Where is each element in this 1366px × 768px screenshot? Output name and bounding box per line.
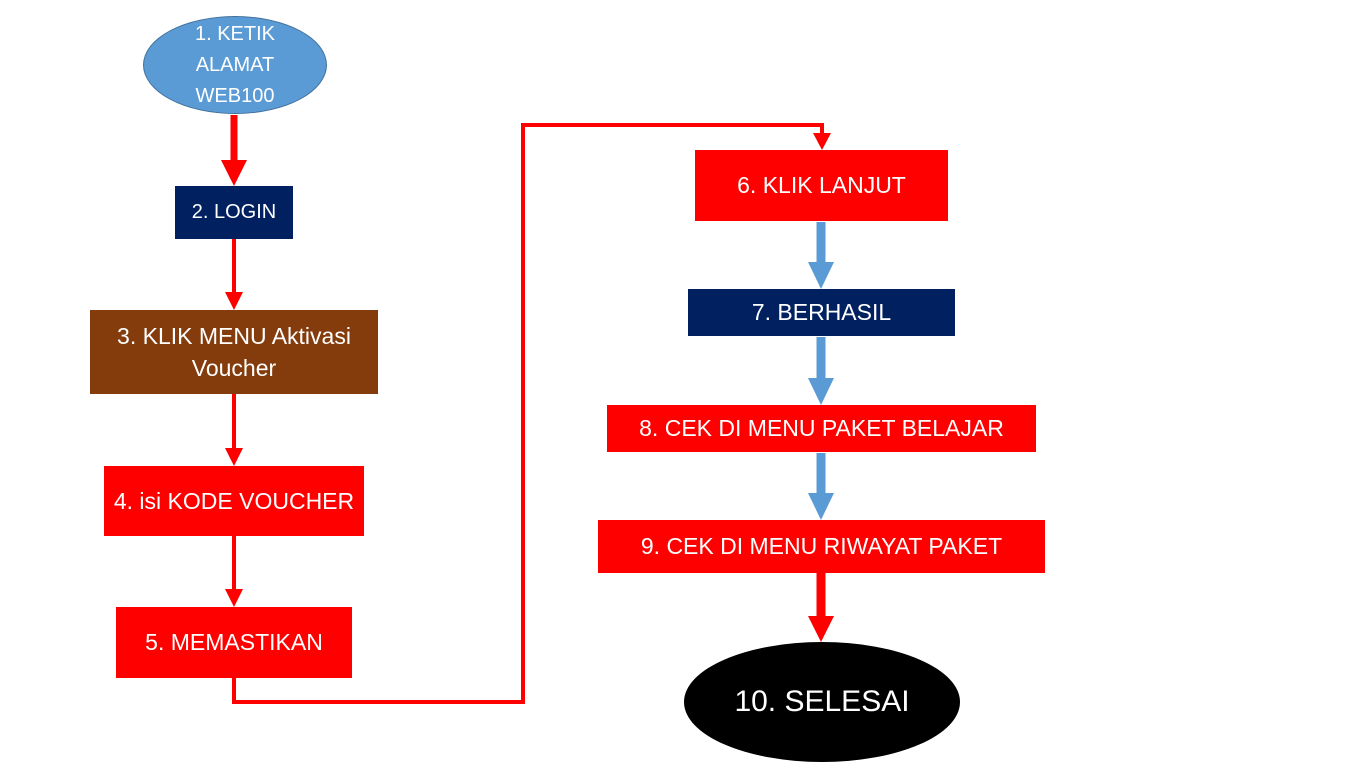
step-5-memastikan-node: 5. MEMASTIKAN bbox=[116, 607, 352, 678]
step-1-line-3: WEB100 bbox=[195, 84, 275, 107]
step-5-label: 5. MEMASTIKAN bbox=[145, 629, 323, 656]
step-4-label: 4. isi KODE VOUCHER bbox=[113, 487, 355, 514]
step-8-cek-paket-belajar-node: 8. CEK DI MENU PAKET BELAJAR bbox=[607, 405, 1036, 452]
arrow-3-to-4 bbox=[225, 394, 243, 466]
arrow-6-to-7 bbox=[808, 222, 834, 289]
arrow-9-to-10 bbox=[808, 573, 834, 642]
step-9-cek-riwayat-paket-node: 9. CEK DI MENU RIWAYAT PAKET bbox=[598, 520, 1045, 573]
step-10-label: 10. SELESAI bbox=[734, 685, 910, 719]
step-6-label: 6. KLIK LANJUT bbox=[737, 172, 906, 199]
step-2-login-node: 2. LOGIN bbox=[175, 186, 293, 239]
arrow-1-to-2 bbox=[221, 115, 247, 186]
step-10-selesai-node: 10. SELESAI bbox=[684, 642, 960, 762]
arrow-8-to-9 bbox=[808, 453, 834, 520]
arrow-5-to-6 bbox=[232, 123, 831, 704]
step-1-ketik-alamat-node: 1. KETIK ALAMAT WEB100 bbox=[143, 16, 327, 114]
step-7-label: 7. BERHASIL bbox=[751, 299, 892, 326]
step-1-line-1: 1. KETIK bbox=[194, 22, 276, 45]
step-1-line-2: ALAMAT bbox=[195, 53, 275, 76]
step-4-isi-kode-node: 4. isi KODE VOUCHER bbox=[104, 466, 364, 536]
step-2-label: 2. LOGIN bbox=[191, 201, 277, 223]
step-6-klik-lanjut-node: 6. KLIK LANJUT bbox=[695, 150, 948, 221]
step-9-label: 9. CEK DI MENU RIWAYAT PAKET bbox=[640, 533, 1003, 560]
arrow-2-to-3 bbox=[225, 239, 243, 310]
step-3-line-1: 3. KLIK MENU Aktivasi bbox=[117, 323, 351, 349]
step-7-berhasil-node: 7. BERHASIL bbox=[688, 289, 955, 336]
arrow-7-to-8 bbox=[808, 337, 834, 405]
step-8-label: 8. CEK DI MENU PAKET BELAJAR bbox=[639, 415, 1004, 442]
step-3-klik-menu-node: 3. KLIK MENU Aktivasi Voucher bbox=[90, 310, 378, 394]
arrow-4-to-5 bbox=[225, 536, 243, 607]
step-3-line-2: Voucher bbox=[191, 355, 277, 381]
